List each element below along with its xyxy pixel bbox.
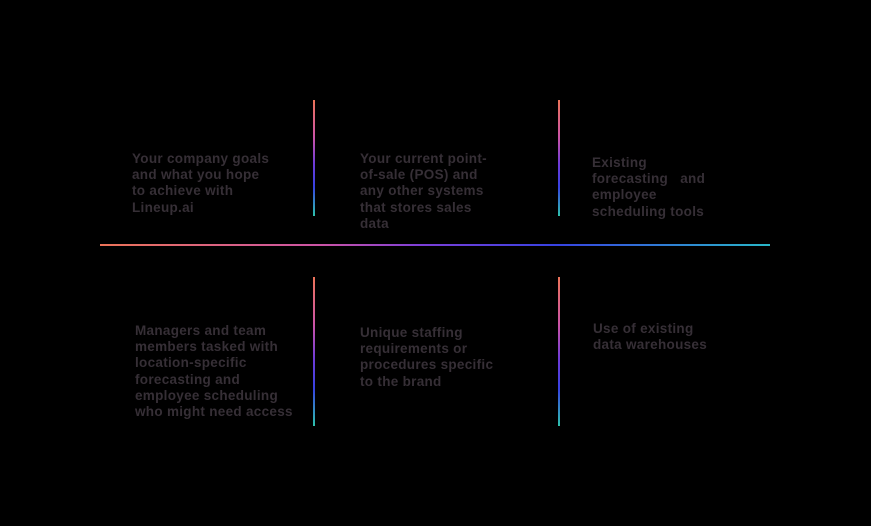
- grid-cell-top-right: Existing forecasting and employee schedu…: [592, 155, 706, 219]
- grid-cell-top-center: Your current point- of-sale (POS) and an…: [360, 151, 487, 231]
- grid-cell-bottom-center: Unique staffing requirements or procedur…: [360, 325, 494, 389]
- grid-cell-bottom-right: Use of existing data warehouses: [593, 321, 708, 353]
- grid-cell-top-left: Your company goals and what you hope to …: [132, 151, 270, 215]
- horizontal-divider: [100, 244, 770, 246]
- vertical-divider-bottom-left: [313, 277, 315, 426]
- vertical-divider-top-left: [313, 100, 315, 216]
- grid-cell-bottom-left: Managers and team members tasked with lo…: [135, 323, 293, 420]
- vertical-divider-top-right: [558, 100, 560, 216]
- vertical-divider-bottom-right: [558, 277, 560, 426]
